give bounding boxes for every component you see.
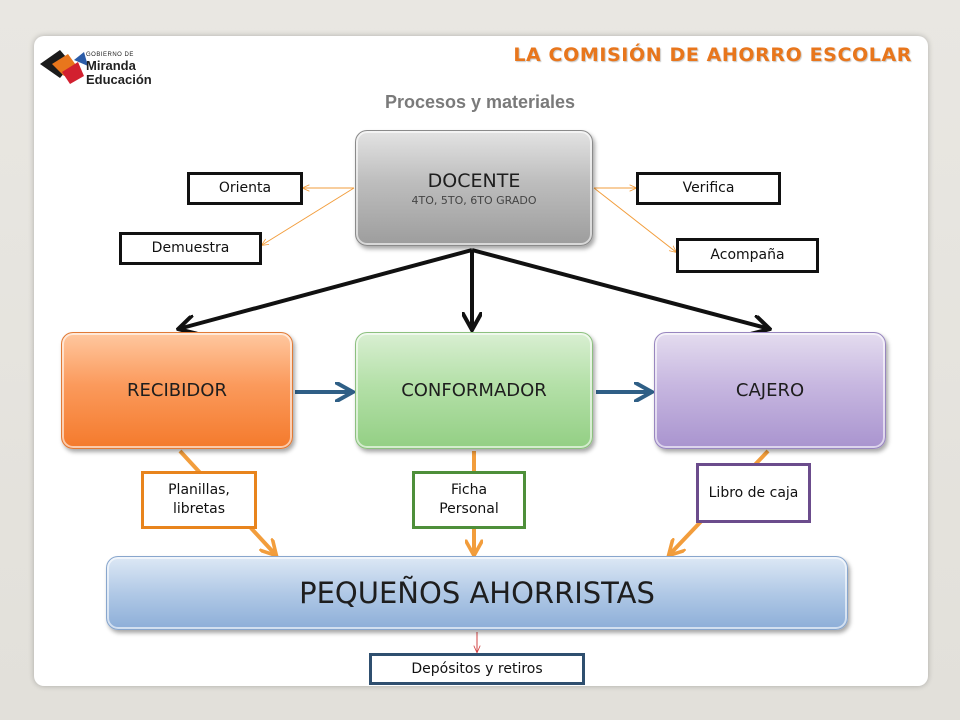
output-depositos-retiros: Depósitos y retiros <box>369 653 585 685</box>
miranda-logo-icon <box>40 50 88 84</box>
logo-line-1: Miranda <box>86 58 136 73</box>
ahorristas-label: PEQUEÑOS AHORRISTAS <box>299 576 655 610</box>
logo-text: GOBIERNO DE Miranda Educación <box>86 52 152 87</box>
docente-box: DOCENTE 4TO, 5TO, 6TO GRADO <box>355 130 593 246</box>
arrow-docente-acompana <box>593 187 676 252</box>
material-recibidor: Planillas, libretas <box>141 471 257 529</box>
arrow-docente-cajero <box>471 248 766 328</box>
role-recibidor-label: RECIBIDOR <box>127 380 227 401</box>
role-conformador-label: CONFORMADOR <box>401 380 547 401</box>
tag-verifica: Verifica <box>636 172 781 205</box>
arrow-docente-recibidor <box>182 248 473 328</box>
logo-line-2: Educación <box>86 72 152 87</box>
tag-demuestra: Demuestra <box>119 232 262 265</box>
page-subtitle: Procesos y materiales <box>384 92 576 112</box>
role-cajero-label: CAJERO <box>735 380 805 401</box>
role-conformador: CONFORMADOR <box>355 332 593 449</box>
role-cajero: CAJERO <box>654 332 886 449</box>
material-conformador: Ficha Personal <box>412 471 526 529</box>
page-title: LA COMISIÓN DE AHORRO ESCOLAR <box>513 44 912 66</box>
material-cajero: Libro de caja <box>696 463 811 523</box>
ahorristas-box: PEQUEÑOS AHORRISTAS <box>106 556 848 630</box>
arrow-docente-demuestra <box>262 187 355 245</box>
tag-orienta: Orienta <box>187 172 303 205</box>
docente-label: DOCENTE <box>427 169 521 192</box>
role-recibidor: RECIBIDOR <box>61 332 293 449</box>
docente-sublabel: 4TO, 5TO, 6TO GRADO <box>411 193 537 207</box>
logo-small-text: GOBIERNO DE <box>86 52 134 58</box>
tag-acompana: Acompaña <box>676 238 819 273</box>
